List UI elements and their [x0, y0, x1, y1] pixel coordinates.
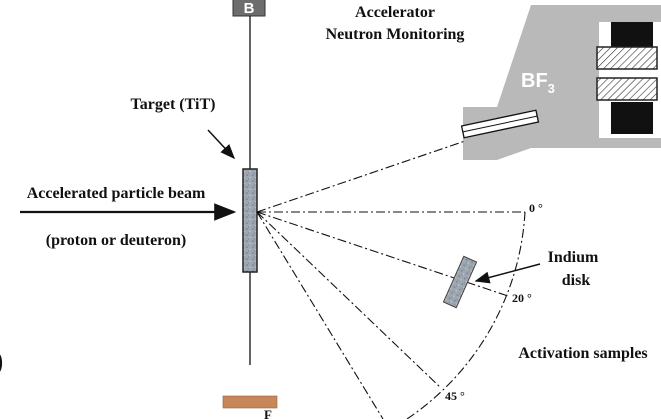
ray-to-detector: [256, 140, 466, 213]
target-block: [242, 168, 258, 273]
monitor-title-line2: Neutron Monitoring: [326, 26, 465, 43]
beam-label-line2: (proton or deuteron): [46, 232, 186, 249]
indium-label-line2: disk: [562, 272, 591, 289]
ray-45-degree: [256, 211, 442, 389]
angle-20-label: 20 °: [512, 291, 532, 305]
detector-hatched-top: [596, 46, 658, 70]
top-monitor-box: [232, 0, 266, 17]
angle-arc: [406, 211, 526, 419]
target-arrow: [207, 129, 236, 160]
angle-45-label: 45 °: [445, 389, 465, 403]
sample-rays: [256, 140, 526, 419]
angle-0-label: 0 °: [529, 201, 543, 215]
left-partial-glyph: ): [0, 346, 3, 377]
target-label: Target (TiT): [131, 96, 216, 113]
beam-label-line1: Accelerated particle beam: [27, 185, 206, 202]
ray-20-degree: [256, 211, 509, 297]
monitor-title-line1: Accelerator: [355, 4, 435, 21]
detector-hatched-bottom: [596, 77, 658, 101]
bottom-sample: [222, 395, 278, 409]
ray-lower: [256, 211, 384, 419]
detector-block-bottom: [611, 102, 653, 134]
top-box-label: B: [244, 0, 255, 17]
bf3-label: BF3: [521, 70, 555, 96]
indium-disk: [442, 255, 478, 309]
detector-block-top: [611, 22, 653, 48]
bottom-partial-label: F: [264, 407, 272, 419]
indium-arrow: [474, 263, 541, 284]
indium-label-line1: Indium: [548, 249, 599, 266]
activation-label: Activation samples: [518, 345, 647, 362]
detector-tube: [460, 109, 540, 139]
